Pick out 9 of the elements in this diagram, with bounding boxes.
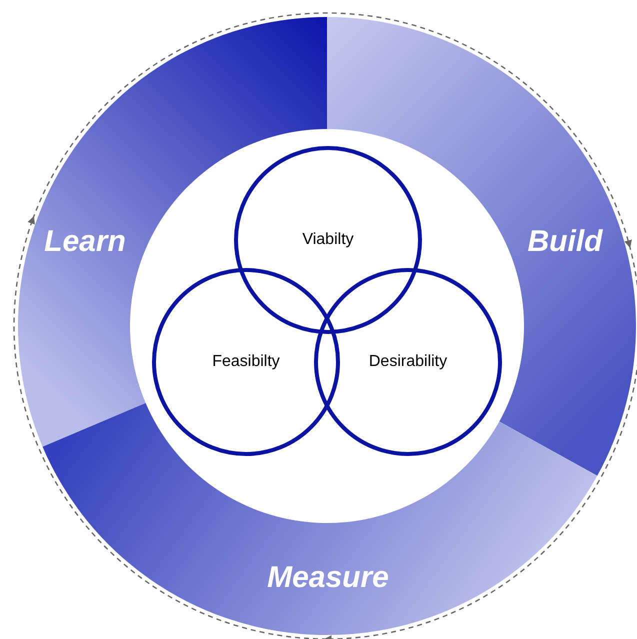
cycle-arrow (32, 12, 632, 248)
stage-label: Build (528, 225, 602, 258)
stage-label: Learn (44, 225, 126, 258)
circle-label: Desirability (368, 353, 448, 370)
cycle-arrow (14, 216, 328, 639)
circle-label: Feasibilty (212, 353, 280, 370)
cycle-arrow (324, 244, 637, 639)
circle-label: Viabilty (302, 231, 354, 248)
stage-label: Measure (267, 561, 389, 594)
